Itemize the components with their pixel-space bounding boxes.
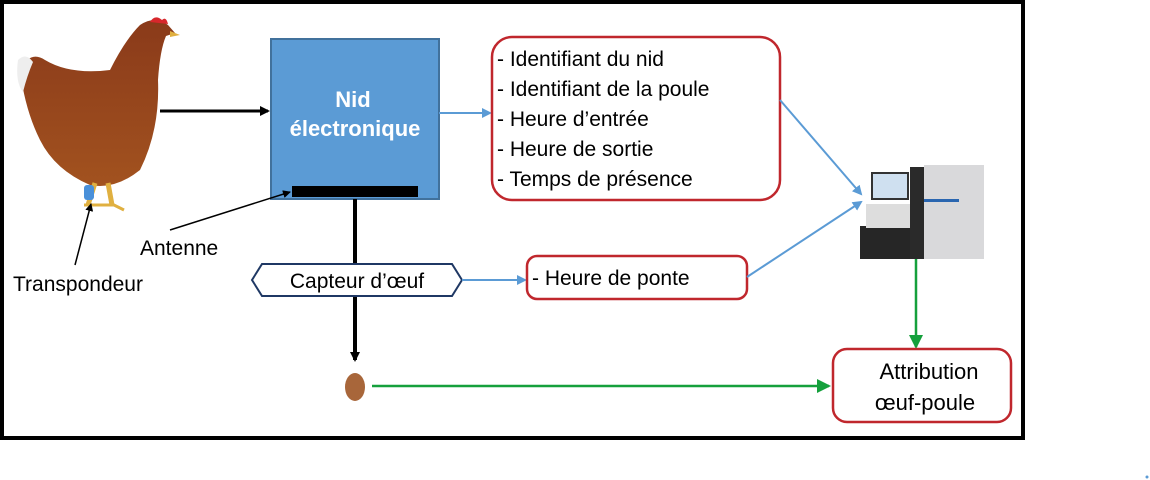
output-item: - Temps de présence (497, 168, 693, 191)
attribution-line1: Attribution (879, 359, 978, 384)
antenna-label: Antenne (140, 237, 218, 260)
egg-sensor-shape (250, 263, 464, 297)
nest-outputs-box (490, 35, 782, 202)
output-item: - Heure de sortie (497, 138, 653, 161)
attribution-box (831, 347, 1013, 424)
stray-dot (1145, 475, 1149, 479)
electronic-nest-box (270, 38, 440, 200)
transponder-tag (84, 185, 94, 200)
nest-label-line1: Nid (335, 87, 370, 112)
transponder-label: Transpondeur (13, 273, 143, 296)
transponder-pointer (74, 203, 94, 266)
egg-icon (345, 373, 365, 401)
hen-image (17, 17, 180, 212)
output-item: - Identifiant de la poule (497, 78, 709, 101)
output-item: - Identifiant du nid (497, 48, 664, 71)
frame (0, 0, 1025, 440)
arrow-outputs-to-sequencer (779, 99, 863, 196)
arrow-laying-to-sequencer (746, 200, 863, 278)
antenna-bar (292, 186, 418, 197)
attribution-line2: œuf-poule (875, 390, 975, 415)
laying-time-label: - Heure de ponte (532, 267, 690, 290)
output-item: - Heure d’entrée (497, 108, 649, 131)
laying-time-box (525, 254, 749, 301)
sequencer-image (860, 165, 984, 259)
egg-sensor-label: Capteur d’œuf (290, 270, 424, 293)
nest-label-line2: électronique (290, 116, 421, 141)
antenna-pointer (169, 190, 291, 231)
